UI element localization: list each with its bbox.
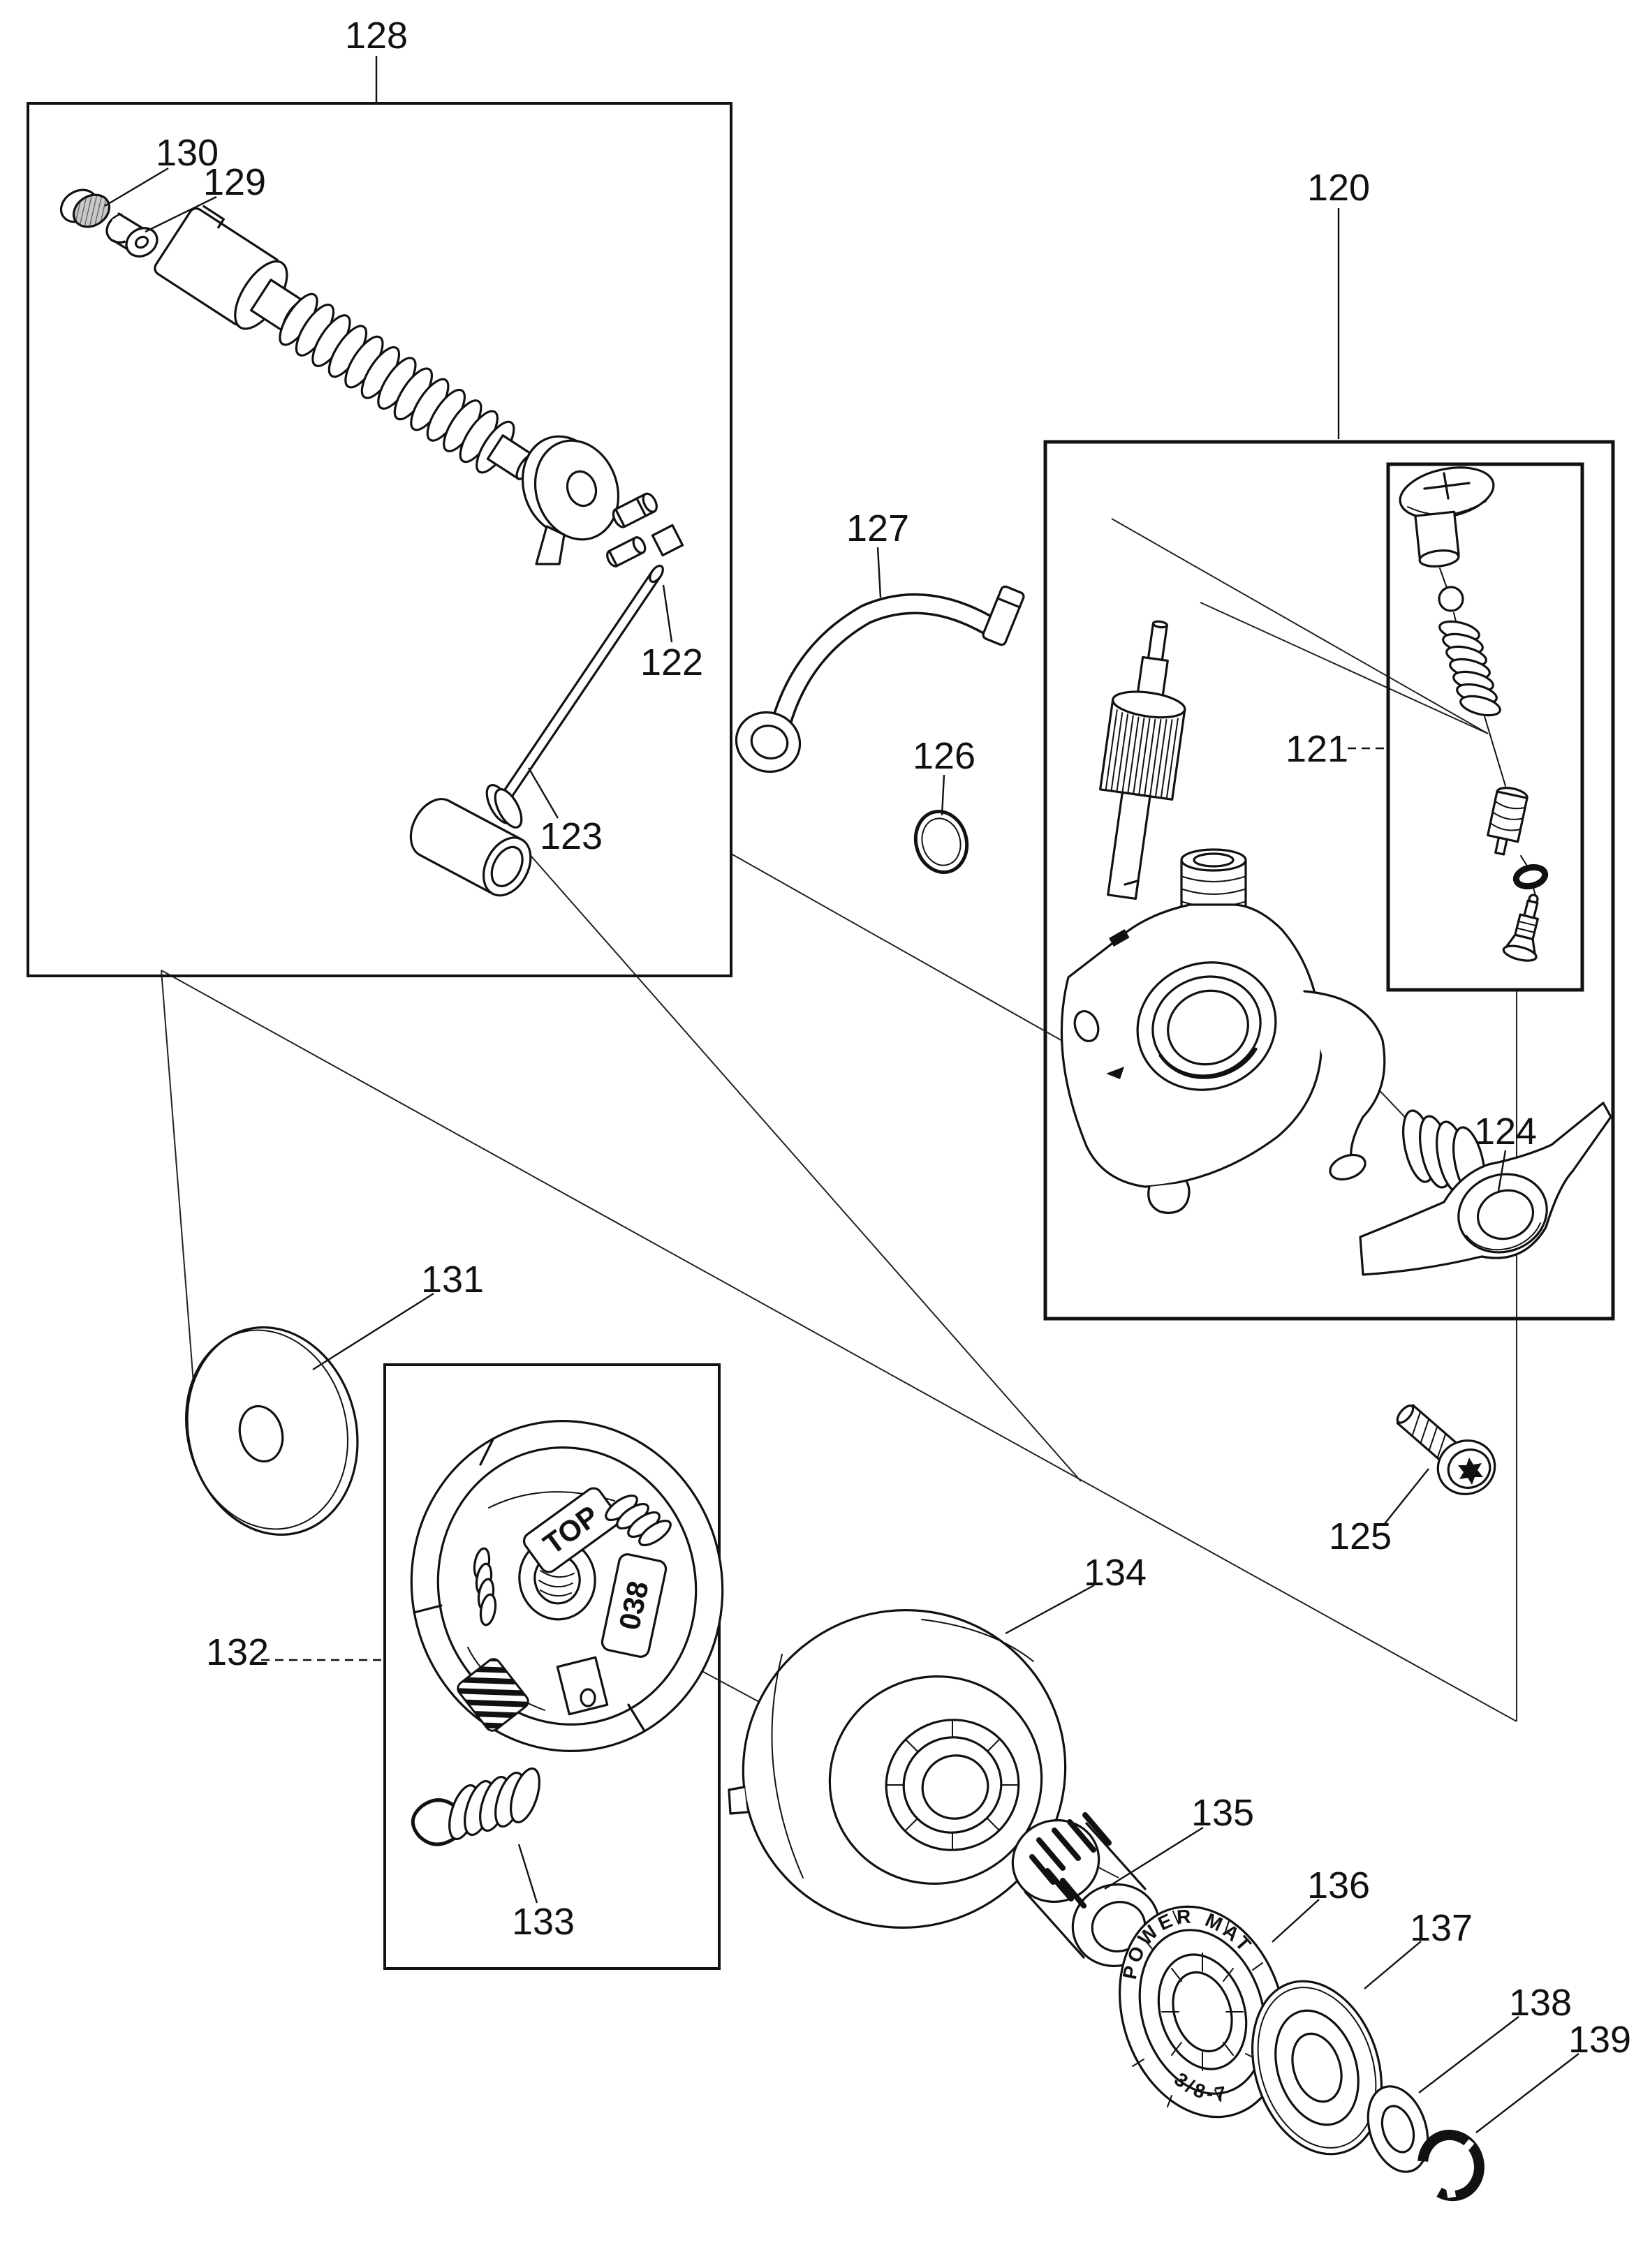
part-135-needle-bearing bbox=[1011, 1812, 1161, 1967]
leader-line-130 bbox=[104, 167, 169, 207]
leader-line-133 bbox=[517, 1844, 538, 1904]
part-127-oil-pipe bbox=[735, 585, 1025, 773]
part-131-washer bbox=[185, 1326, 359, 1536]
part-138-washer bbox=[1367, 2085, 1429, 2173]
callout-label-139: 139 bbox=[1568, 2019, 1631, 2061]
callout-label-123: 123 bbox=[540, 815, 603, 857]
detail-box-132 bbox=[383, 1363, 721, 1970]
callout-label-125: 125 bbox=[1329, 1515, 1392, 1557]
leader-line-135 bbox=[1104, 1826, 1204, 1890]
callout-label-137: 137 bbox=[1410, 1907, 1473, 1949]
leader-line-127 bbox=[876, 547, 882, 598]
callout-label-121: 121 bbox=[1286, 728, 1348, 770]
part-139-e-clip bbox=[1417, 2129, 1485, 2202]
detail-box-121 bbox=[1386, 462, 1584, 992]
callout-label-138: 138 bbox=[1509, 1982, 1572, 2024]
part-129-bushing bbox=[105, 205, 159, 258]
part-133-spring bbox=[411, 1767, 540, 1846]
leader-line-139 bbox=[1475, 2053, 1579, 2133]
leader-line-131 bbox=[312, 1292, 434, 1371]
leader-line-125 bbox=[1383, 1468, 1429, 1525]
leader-line-137 bbox=[1364, 1941, 1422, 1989]
callout-label-133: 133 bbox=[512, 1901, 575, 1943]
callout-label-135: 135 bbox=[1191, 1792, 1254, 1834]
part-121-valve-set bbox=[1399, 466, 1549, 962]
callout-label-120: 120 bbox=[1307, 167, 1370, 209]
part-120-pump-housing bbox=[1060, 848, 1386, 1214]
leader-line-122 bbox=[662, 584, 673, 643]
part-124-cam-lever bbox=[1359, 1102, 1612, 1276]
part-137-washer bbox=[1251, 1980, 1383, 2156]
callout-label-128: 128 bbox=[345, 15, 408, 57]
leader-line-123 bbox=[527, 767, 559, 819]
leader-line-136 bbox=[1272, 1899, 1320, 1943]
callout-label-122: 122 bbox=[640, 642, 703, 683]
part-122-pin bbox=[606, 492, 684, 568]
part-130-cap bbox=[59, 188, 111, 228]
part-128-worm-spring-assembly bbox=[154, 205, 620, 565]
leader-line-129 bbox=[145, 195, 217, 233]
callout-label-129: 129 bbox=[203, 161, 266, 203]
callout-label-136: 136 bbox=[1307, 1865, 1370, 1906]
leader-line-134 bbox=[1005, 1584, 1095, 1635]
part-125-screw bbox=[1396, 1404, 1496, 1495]
callout-label-124: 124 bbox=[1474, 1111, 1537, 1152]
part-123-arm bbox=[409, 564, 664, 897]
callout-label-130: 130 bbox=[156, 132, 219, 174]
leader-line-124 bbox=[1497, 1150, 1507, 1192]
callout-label-126: 126 bbox=[913, 735, 975, 777]
callout-label-134: 134 bbox=[1084, 1552, 1147, 1594]
leader-line-138 bbox=[1418, 2016, 1519, 2093]
callout-label-132: 132 bbox=[206, 1631, 269, 1673]
part-120-pump-gear bbox=[1099, 620, 1186, 900]
part-132-clutch: TOP 038 bbox=[410, 1420, 724, 1752]
part-126-o-ring bbox=[913, 809, 969, 875]
detail-box-128 bbox=[27, 102, 732, 977]
part-134-clutch-drum bbox=[728, 1609, 1067, 1929]
callout-label-127: 127 bbox=[846, 507, 909, 549]
callout-label-131: 131 bbox=[421, 1259, 484, 1300]
detail-box-120 bbox=[1043, 440, 1615, 1321]
leader-line-126 bbox=[941, 774, 945, 816]
